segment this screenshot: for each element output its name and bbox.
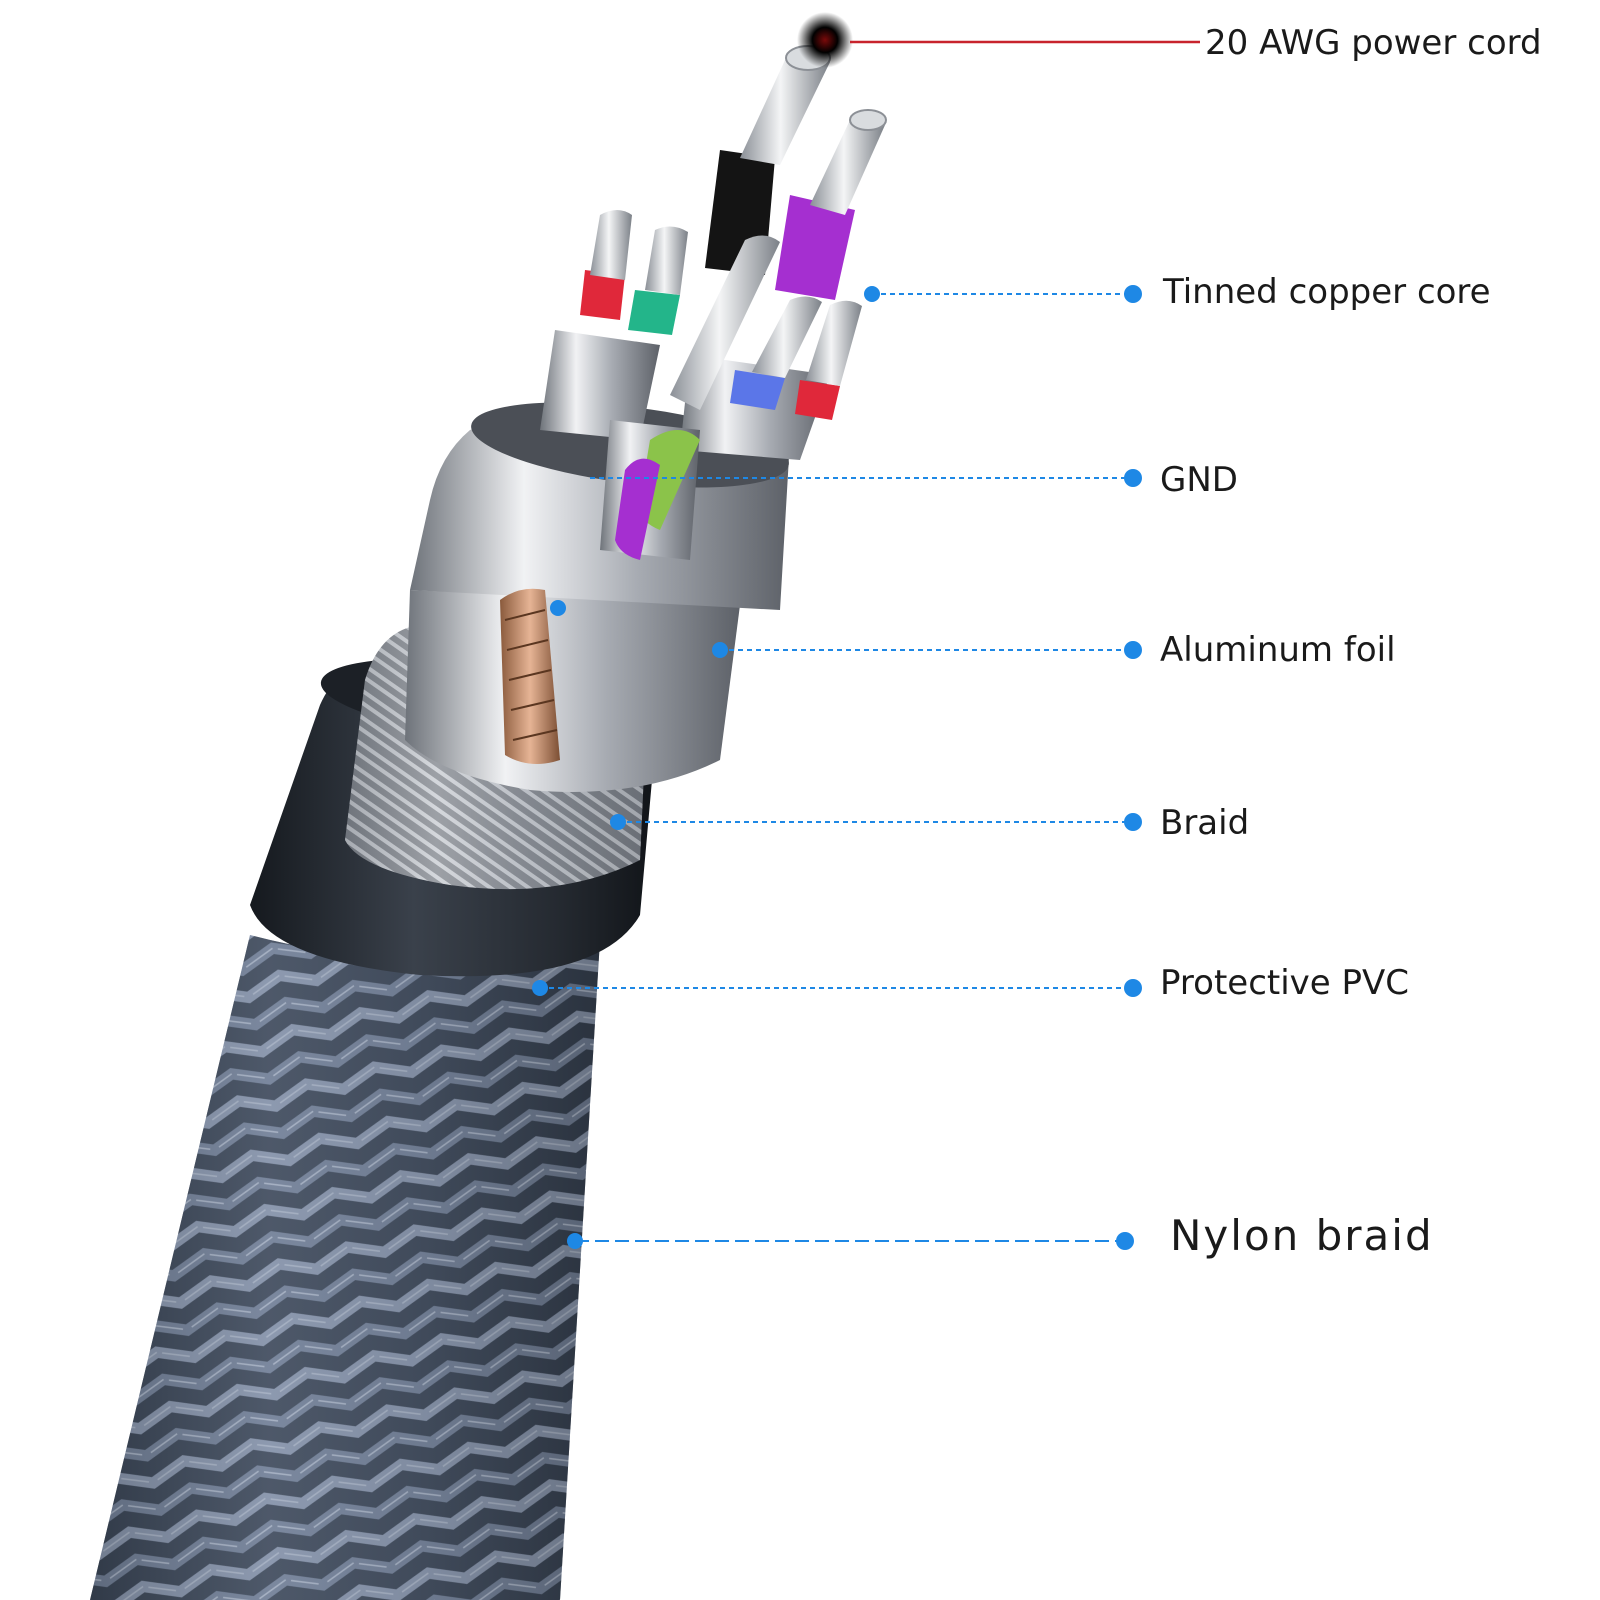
label-nylon-braid: Nylon braid: [1170, 1211, 1434, 1260]
label-power-cord: 20 AWG power cord: [1205, 23, 1542, 63]
callout-lines: [532, 285, 1142, 1250]
wire-red-right: [795, 380, 840, 420]
tinned-copper-strands: [590, 45, 887, 410]
wire-purple-lower: [615, 458, 660, 560]
callout-protective-pvc: [532, 979, 1142, 997]
label-gnd: GND: [1160, 460, 1238, 500]
callout-nylon-braid: [567, 1232, 1134, 1250]
label-protective-pvc: Protective PVC: [1160, 963, 1410, 1003]
wire-green: [628, 290, 680, 335]
callout-power-cord: [797, 12, 1200, 68]
label-braid: Braid: [1160, 803, 1250, 843]
wire-blue: [730, 370, 785, 410]
label-aluminum-foil: Aluminum foil: [1160, 630, 1396, 670]
wire-purple: [775, 195, 855, 300]
label-tinned-copper-core: Tinned copper core: [1163, 272, 1491, 312]
wire-red-left: [580, 270, 625, 320]
callout-aluminum-foil: [550, 600, 1142, 659]
callout-dot-icon: [797, 12, 853, 68]
wire-lime: [639, 430, 700, 530]
copper-conductor: [500, 588, 560, 764]
callout-tinned-copper: [864, 285, 1142, 303]
nylon-braid-jacket: [90, 935, 600, 1600]
callout-gnd: [590, 469, 1142, 487]
callout-braid: [610, 813, 1142, 831]
